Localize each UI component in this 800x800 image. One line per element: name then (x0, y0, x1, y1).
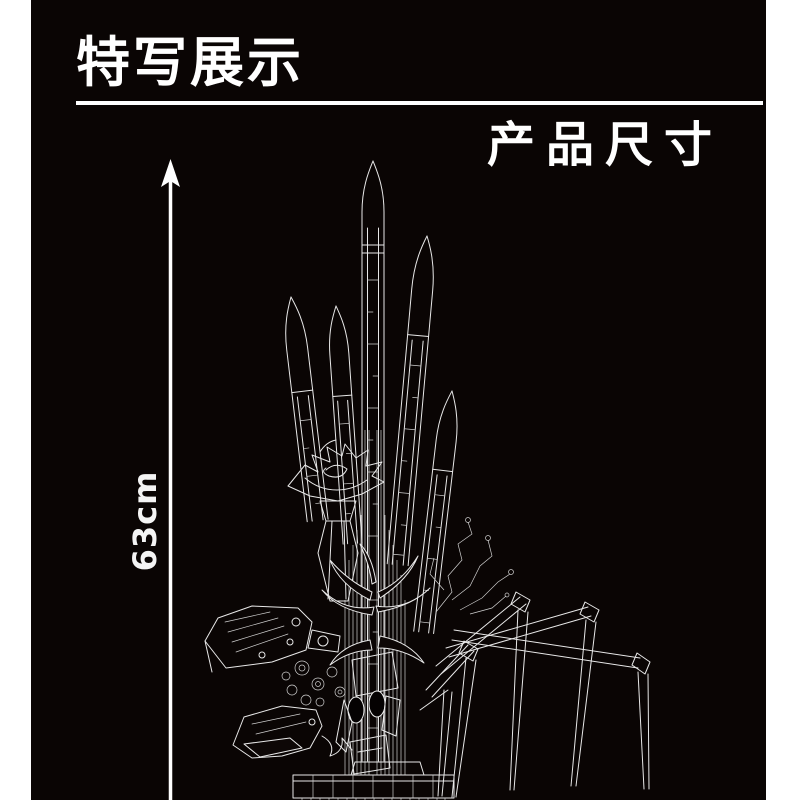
up-arrow-icon (161, 159, 180, 800)
branch-cluster (429, 517, 514, 615)
left-pod-upper (204, 605, 341, 673)
foliage-fan (321, 543, 431, 666)
gear-cluster (281, 660, 346, 707)
spider-legs (419, 591, 651, 798)
blade-right-inner (386, 235, 434, 567)
blade-right-outer (413, 390, 458, 635)
section-divider-line (76, 101, 763, 105)
leg-4 (451, 629, 651, 790)
leg-3 (445, 601, 600, 787)
black-backdrop-panel (31, 0, 766, 800)
model-wireframe (204, 160, 651, 800)
leg-2 (435, 591, 531, 791)
left-pod-lower (232, 705, 353, 759)
product-size-title: 产品尺寸 (487, 117, 724, 173)
blade-left-outer (285, 296, 329, 523)
leg-5 (419, 689, 453, 797)
blade-center (361, 160, 385, 762)
blade-left-inner (329, 305, 363, 545)
closeup-section-title: 特写展示 (76, 31, 304, 94)
torso-plates (335, 651, 401, 775)
leg-1 (425, 640, 479, 798)
display-base (292, 761, 455, 800)
trunk-lines (344, 430, 406, 775)
rose-flower (287, 439, 385, 602)
